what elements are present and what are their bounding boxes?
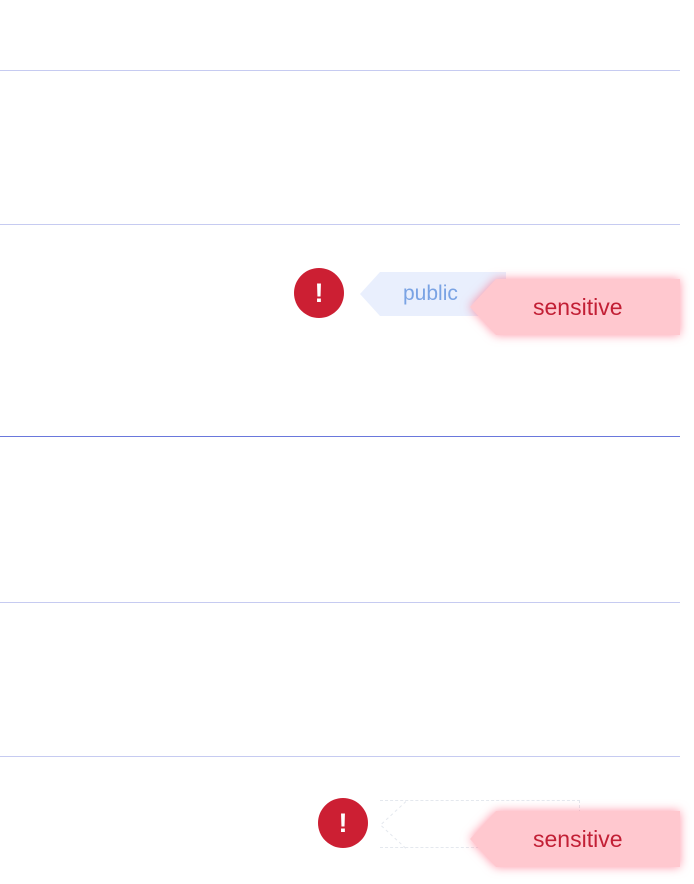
public-tag[interactable]: public <box>360 272 506 316</box>
sensitive-tag[interactable]: sensitive <box>470 279 680 335</box>
sensitive-tag[interactable]: sensitive <box>470 811 680 867</box>
row-divider <box>0 756 680 757</box>
exclamation-icon[interactable]: ! <box>318 798 368 848</box>
public-tag-label: public <box>403 282 458 305</box>
row-divider-active <box>0 436 680 437</box>
sensitive-tag-label: sensitive <box>533 825 623 852</box>
row-divider <box>0 224 680 225</box>
sensitive-tag-label: sensitive <box>533 293 623 320</box>
placeholder-tip <box>380 801 406 849</box>
row-divider <box>0 70 680 71</box>
row-divider <box>0 602 680 603</box>
exclamation-icon[interactable]: ! <box>294 268 344 318</box>
